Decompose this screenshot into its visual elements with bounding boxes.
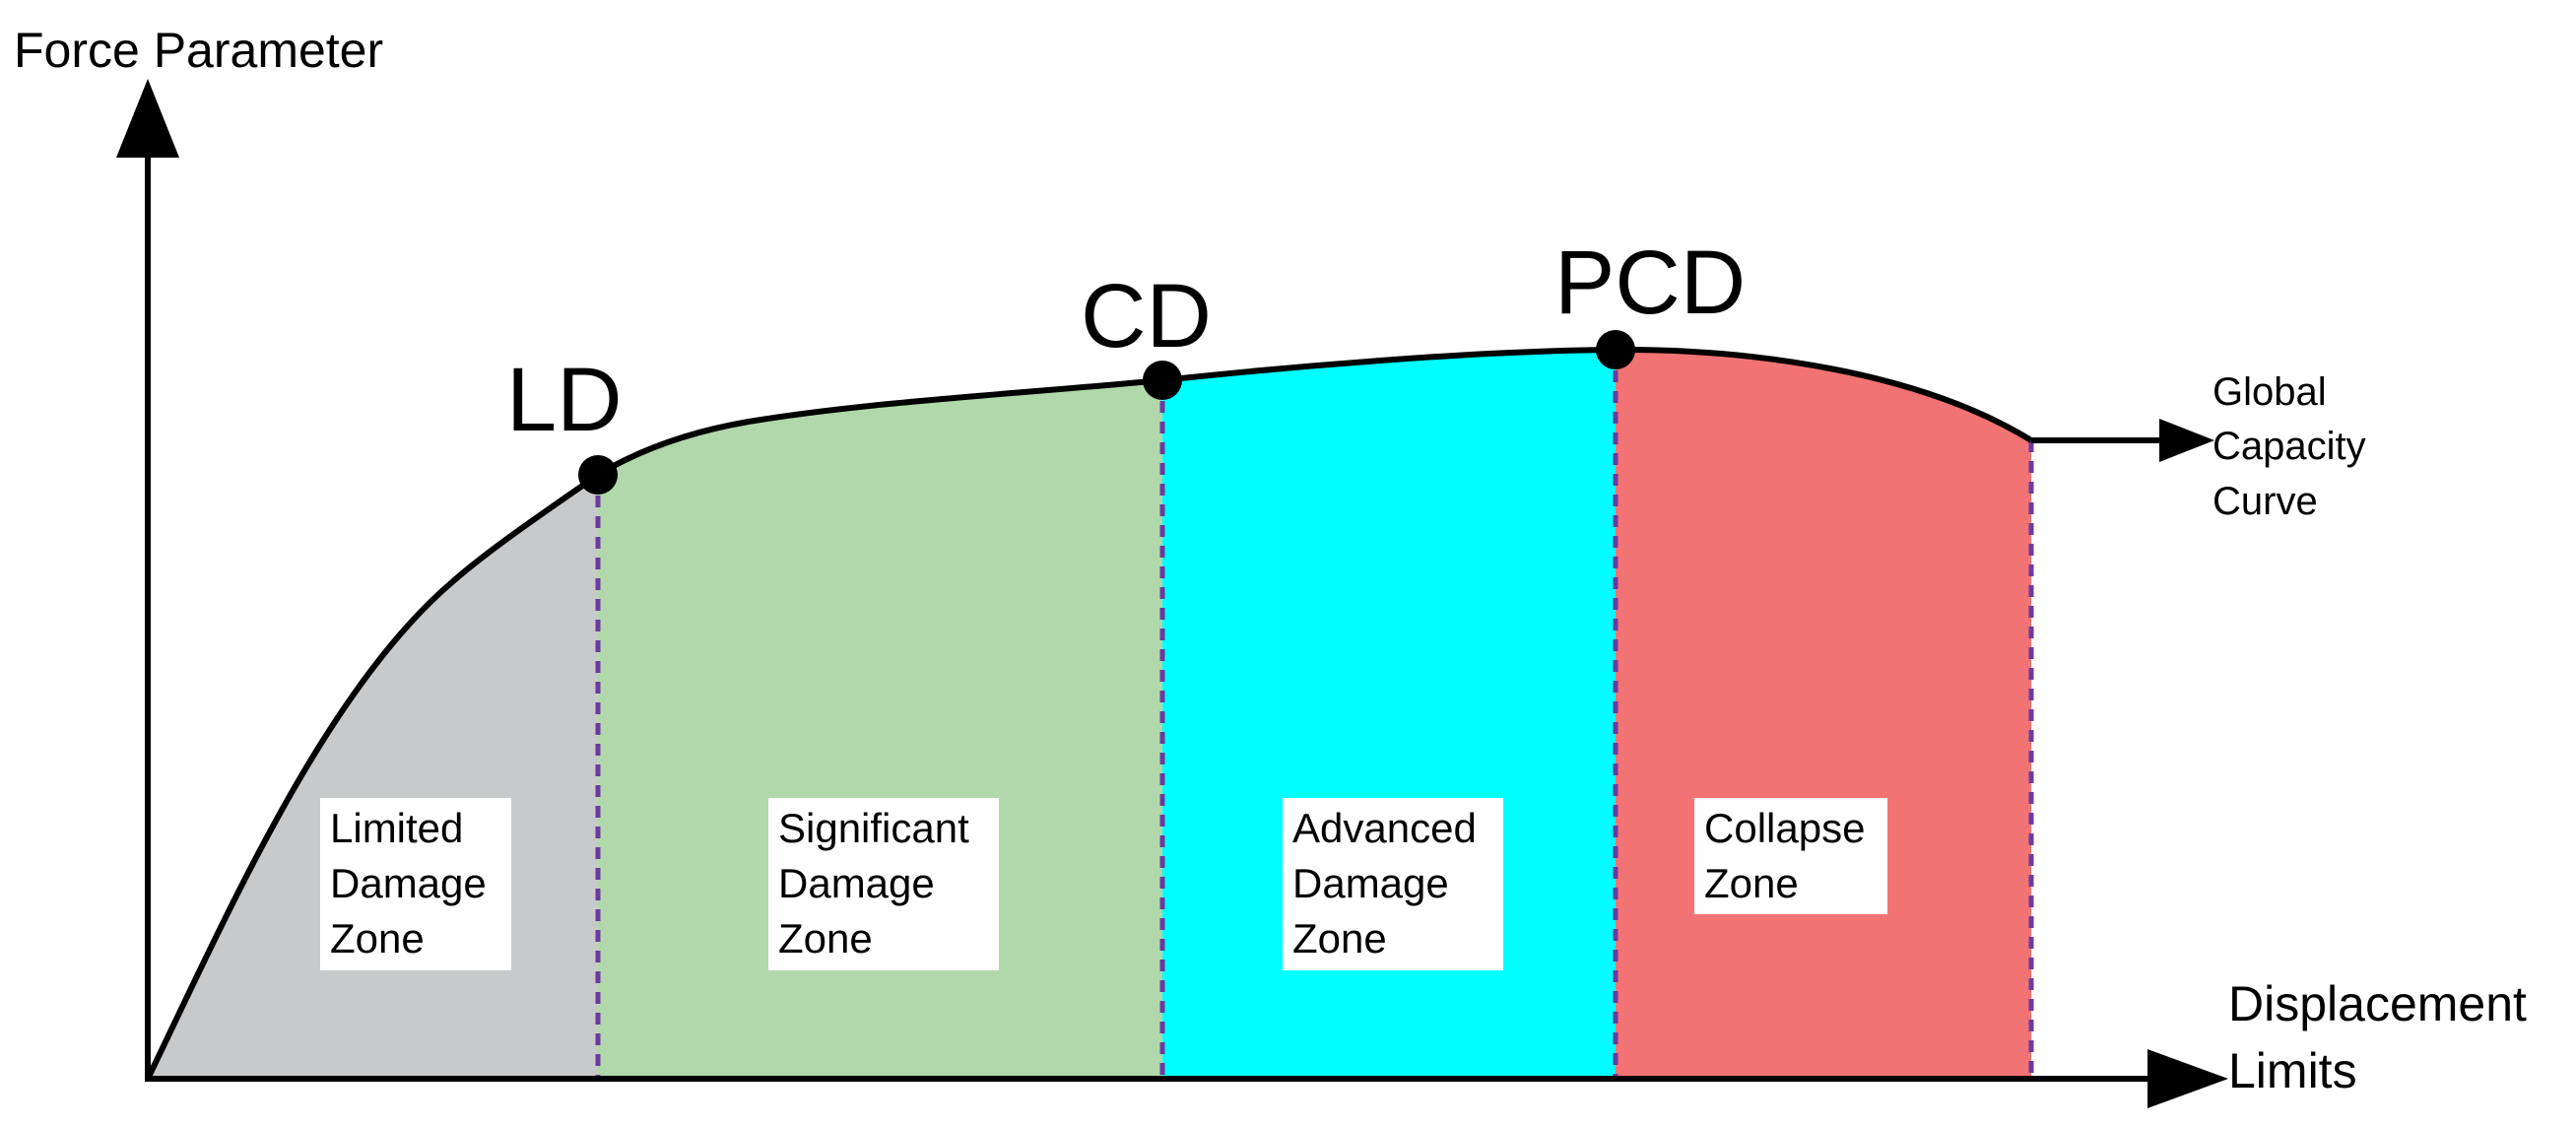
- curve-label-line3: Curve: [2213, 480, 2318, 523]
- x-axis-title-line2: Limits: [2228, 1043, 2357, 1098]
- y-axis-title: Force Parameter: [14, 23, 383, 78]
- zone-label-collapse: Collapse Zone: [1694, 798, 1887, 914]
- zone-label-line: Damage: [1292, 860, 1449, 906]
- zone-label-box: [320, 798, 511, 970]
- zone-label-significant-damage: Significant Damage Zone: [768, 798, 999, 970]
- zone-label-box: [1283, 798, 1503, 970]
- zone-label-advanced-damage: Advanced Damage Zone: [1283, 798, 1503, 970]
- cd-point: [1143, 361, 1182, 400]
- ld-point: [578, 455, 618, 495]
- zone-label-line: Damage: [330, 860, 487, 906]
- zone-label-line: Zone: [778, 915, 873, 961]
- zone-label-line: Significant: [778, 805, 969, 851]
- zone-label-line: Advanced: [1292, 805, 1477, 851]
- zone-label-line: Zone: [1704, 860, 1799, 906]
- zone-label-line: Collapse: [1704, 805, 1865, 851]
- zone-label-limited-damage: Limited Damage Zone: [320, 798, 511, 970]
- zone-fill-limited-damage: [148, 475, 598, 1079]
- zone-fill-significant-damage: [598, 380, 1162, 1079]
- zone-label-line: Limited: [330, 805, 463, 851]
- global-capacity-curve: [145, 346, 2033, 1081]
- x-axis-arrow: [2147, 1049, 2228, 1108]
- zone-label-line: Damage: [778, 860, 935, 906]
- pcd-label: PCD: [1554, 232, 1746, 333]
- x-axis-title-line1: Displacement: [2228, 976, 2527, 1031]
- zone-fill-collapse: [1616, 349, 2031, 1079]
- zone-label-line: Zone: [330, 915, 425, 961]
- y-axis-arrow: [116, 79, 179, 158]
- pcd-point: [1596, 330, 1635, 369]
- ld-label: LD: [506, 350, 623, 450]
- cd-label: CD: [1081, 266, 1212, 366]
- zone-label-box: [768, 798, 999, 970]
- curve-label-line2: Capacity: [2213, 425, 2366, 468]
- curve-arrow-head: [2159, 419, 2214, 462]
- curve-label-line1: Global: [2213, 370, 2327, 414]
- zone-label-box: [1694, 798, 1887, 914]
- zone-label-line: Zone: [1292, 915, 1387, 961]
